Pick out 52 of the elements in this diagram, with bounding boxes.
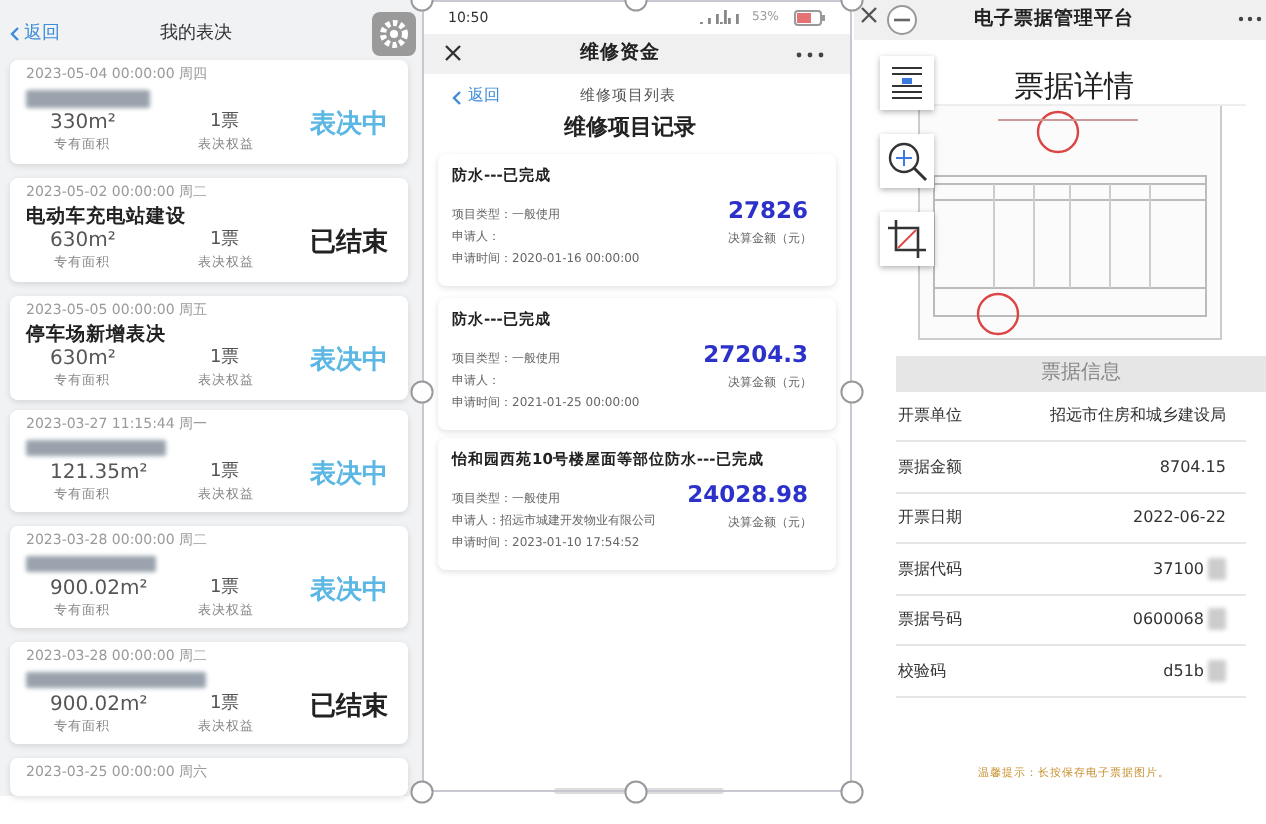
vote-card [10,526,408,628]
vote-card [10,178,408,282]
area-value: 630m² [50,230,116,254]
vote-card [10,642,408,744]
page-title: 我的表决 [160,24,232,46]
section-header: 票据信息 [896,356,1266,392]
vote-card [10,60,408,164]
field-value: 2022-06-22 [1133,508,1226,528]
status-text: 已结束 [310,228,388,260]
area-value: 121.35m² [50,462,148,486]
section-heading: 维修项目记录 [564,114,696,141]
field-label: 开票单位 [898,406,962,426]
field-value: 0600068 [1132,610,1204,630]
phone-screen [0,0,422,796]
vote-count: 1票 [210,694,240,716]
vote-card [10,758,408,796]
field-label: 票据号码 [898,610,962,630]
field-label: 校验码 [898,661,946,681]
field-label: 开票日期 [898,508,962,528]
amount-value: 27826 [727,198,808,226]
amount-value: 27204.3 [703,342,808,370]
amount-value: 24028.98 [687,482,808,510]
vote-count: 1票 [210,112,240,134]
vote-count: 1票 [210,348,240,370]
vote-card [10,410,408,512]
status-text: 表决中 [310,110,388,142]
field-label: 票据金额 [898,457,962,477]
field-label: 票据代码 [898,559,962,579]
vote-count: 1票 [210,462,240,484]
status-text: 表决中 [310,460,388,492]
back-link: 返回 [24,24,60,46]
vote-title: 电动车充电站建设 [26,206,186,229]
area-value: 630m² [50,348,116,372]
area-value: 900.02m² [50,694,148,718]
status-text: 表决中 [310,346,388,378]
field-value: 8704.15 [1159,457,1226,477]
vote-count: 1票 [210,230,240,252]
vote-card [10,296,408,400]
field-value: 37100 [1153,559,1204,579]
invoice-photo [918,104,1222,340]
status-text: 已结束 [310,692,388,724]
back-link: 返回 [468,86,500,106]
field-value: d51b [1163,661,1204,681]
page-title: 票据详情 [1014,68,1134,104]
app-title: 维修资金 [580,42,660,65]
status-text: 表决中 [310,576,388,608]
area-value: 330m² [50,112,116,136]
vote-title: 停车场新增表决 [26,324,166,347]
vote-count: 1票 [210,578,240,600]
area-value: 900.02m² [50,578,148,602]
app-title: 电子票据管理平台 [974,8,1134,31]
field-value: 招远市住房和城乡建设局 [1050,406,1226,426]
